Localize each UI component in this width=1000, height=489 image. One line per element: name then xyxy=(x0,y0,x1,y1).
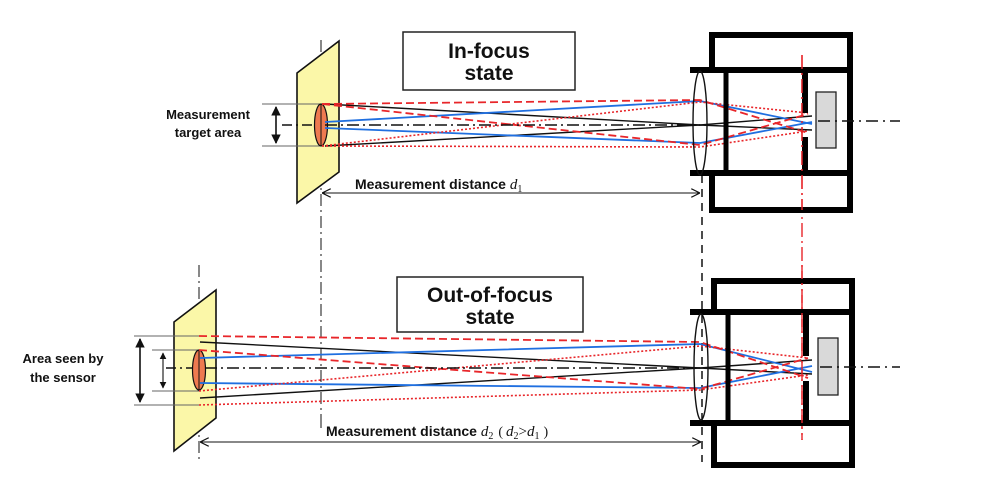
sensor-housing-out-of-focus xyxy=(690,278,855,468)
lens-out-of-focus xyxy=(693,313,709,421)
ray-blue-lower xyxy=(199,365,813,389)
panel-in-focus: In-focus state Measurement target area xyxy=(166,31,900,213)
sensor-housing-in-focus xyxy=(690,32,853,213)
ray-blue-upper xyxy=(324,100,813,125)
ray-red-dotted-lower xyxy=(321,130,809,148)
detector-in-focus xyxy=(815,91,837,149)
housing-outer xyxy=(709,32,853,213)
title-line1: In-focus xyxy=(448,40,530,63)
ray-red-dashed-upper xyxy=(198,335,809,379)
distance-d1-label: Measurement distance d1 xyxy=(355,176,522,195)
ray-red-dashed-cross xyxy=(198,349,809,390)
distance-d2-label: Measurement distance d2(d2>d1) xyxy=(326,423,548,442)
title-line2: state xyxy=(464,62,513,85)
ray-bundle-out-of-focus xyxy=(198,335,813,406)
panel-out-of-focus: Out-of-focus state Area seen by the sens… xyxy=(23,265,900,468)
ray-red-dashed-upper xyxy=(321,99,809,134)
area-label-line1: Measurement xyxy=(166,107,250,122)
ray-blue-upper xyxy=(199,343,813,373)
lens-in-focus xyxy=(692,70,708,176)
area-label-line2: target area xyxy=(175,125,242,140)
ray-red-dotted-upper xyxy=(321,101,809,147)
title-box-in-focus: In-focus state xyxy=(402,31,576,91)
area-label-line2: the sensor xyxy=(30,370,96,385)
ray-red-dotted-lower xyxy=(198,374,809,406)
title-line1: Out-of-focus xyxy=(427,284,553,307)
ray-black-upper xyxy=(324,103,813,126)
title-box-out-of-focus: Out-of-focus state xyxy=(396,276,584,333)
ray-bundle-in-focus xyxy=(321,99,813,148)
title-line2: state xyxy=(465,306,514,329)
housing-outer xyxy=(711,278,855,468)
ray-red-dashed-cross xyxy=(321,103,809,146)
area-label-line1: Area seen by xyxy=(23,351,105,366)
ray-blue-lower xyxy=(324,121,813,144)
